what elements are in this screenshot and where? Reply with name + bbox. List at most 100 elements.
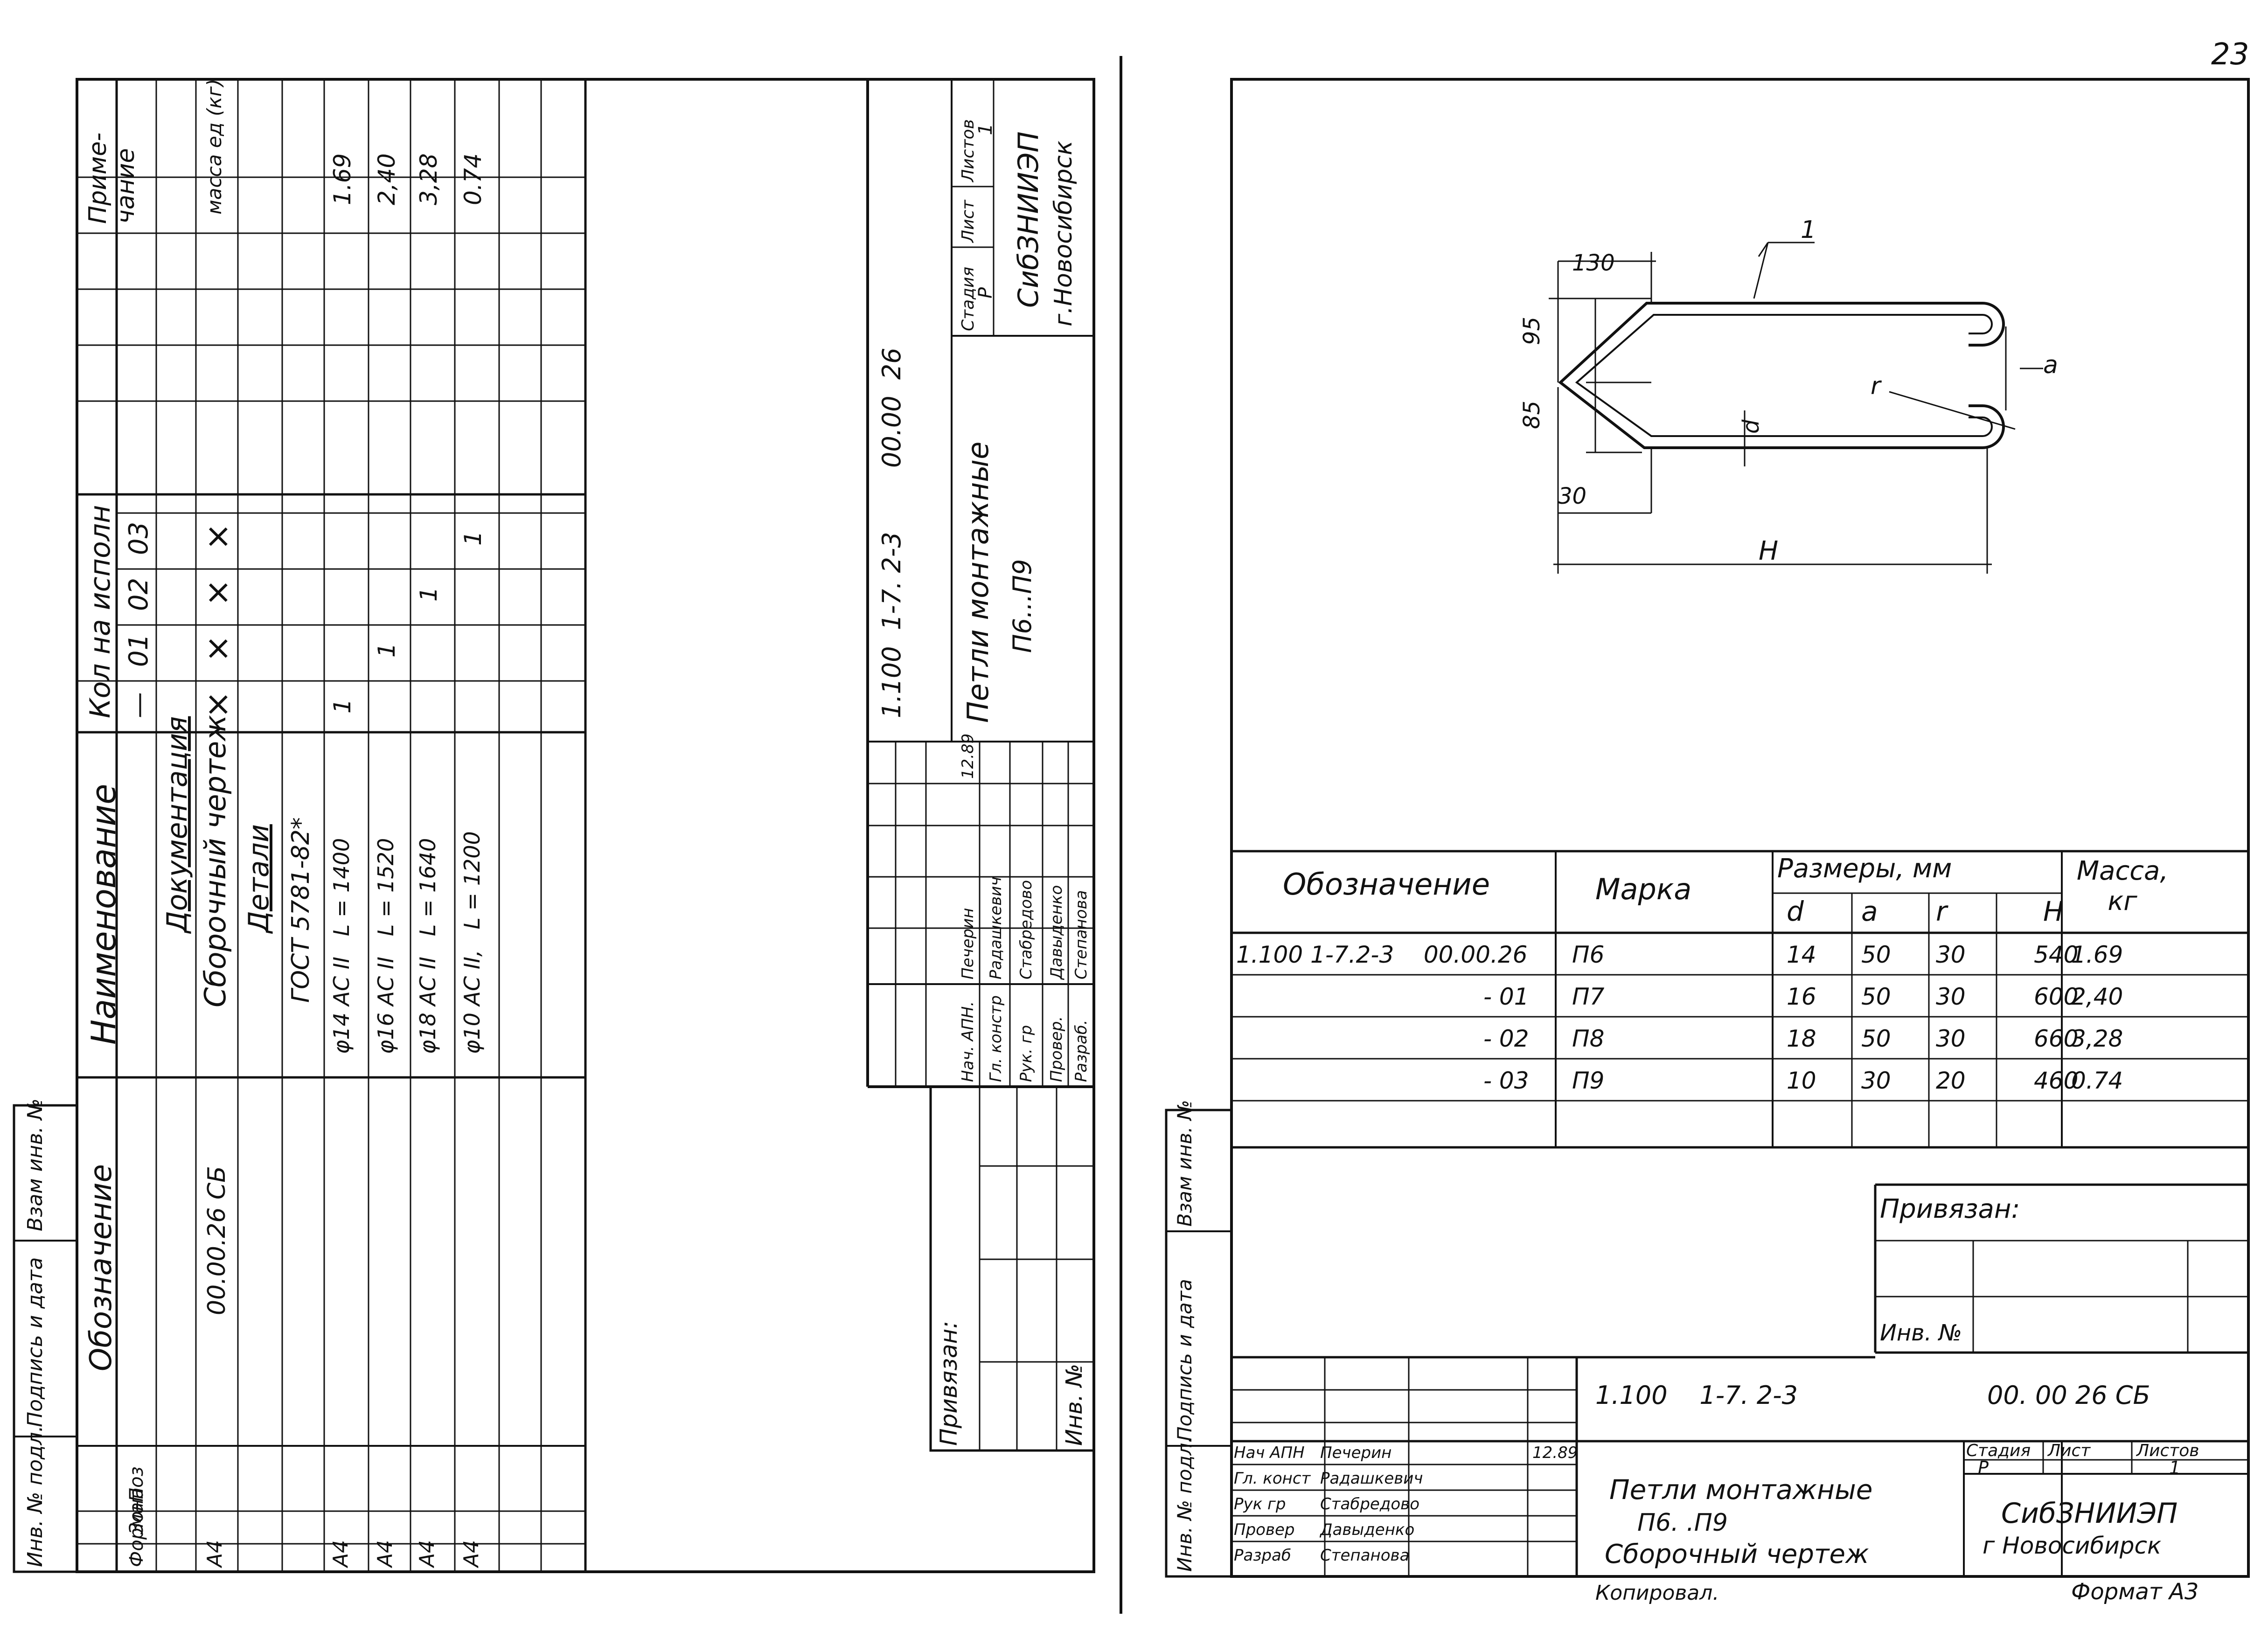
dim-a: a [2043, 351, 2058, 379]
table-row-1-mark: П7 [1572, 983, 1605, 1010]
spec-row-1-fmt: А4 [203, 1540, 227, 1567]
left-inv-no: Инв. № [1061, 1363, 1087, 1446]
pos-1: 1 [1801, 216, 1816, 244]
table-row-2-d: 18 [1787, 1025, 1816, 1052]
left-signer-0-name: Печерин [959, 908, 977, 979]
spec-row-7-note: 0.74 [459, 153, 487, 205]
spec-row-5-name: φ16 АС II L = 1520 [373, 838, 398, 1054]
dim-d: d [1738, 419, 1764, 434]
left-signer-4-role: Разраб. [1072, 1020, 1091, 1082]
table-header-sizes: Размеры, мм [1777, 854, 1952, 884]
table-row-0-designation: 1.100 1-7.2-3 00.00.26 [1236, 941, 1528, 968]
spec-row-7-fmt: А4 [459, 1540, 483, 1567]
right-signer-1-name: Радашкевич [1320, 1469, 1423, 1488]
side-label-inv-podl: Инв. № подл. [23, 1425, 47, 1567]
side-label-vzam-inv: Взам инв. № [23, 1098, 47, 1231]
left-stamp-title: Петли монтажные [961, 441, 995, 723]
right-stamp-doc-type: Сборочный чертеж [1605, 1539, 1869, 1569]
table-header-designation: Обозначение [1283, 868, 1490, 902]
spec-variant-0: — [124, 692, 154, 718]
left-signer-3-role: Провер. [1047, 1016, 1066, 1082]
right-signer-1-role: Гл. конст [1234, 1469, 1311, 1488]
table-row-1-d: 16 [1787, 983, 1816, 1010]
left-stamp-stage-header-0: Стадия [959, 266, 978, 331]
dim-30: 30 [1558, 483, 1586, 509]
left-stamp-code: 1.100 1-7. 2-3 00.00 26 [877, 347, 906, 718]
table-row-3-a: 30 [1861, 1067, 1891, 1094]
right-stamp-code-right: 00. 00 26 СБ [1987, 1381, 2150, 1410]
right-stamp-org: СибЗНИИЭП [2001, 1497, 2178, 1530]
table-row-0-mark: П6 [1572, 941, 1605, 968]
footer-format: Формат А3 [2071, 1579, 2199, 1605]
left-stamp-city: г.Новосибирск [1050, 140, 1078, 326]
dim-95: 95 [1519, 317, 1545, 345]
table-row-1-r: 30 [1936, 983, 1966, 1010]
left-stamp-stage-header-1: Лист [959, 200, 978, 243]
table-col-H: H [2043, 895, 2064, 927]
left-signer-1-name: Радашкевич [987, 876, 1005, 979]
page-number: 23 [2211, 37, 2249, 72]
right-stamp-stage-value-2: 1 [2169, 1458, 2181, 1478]
table-col-d: d [1787, 895, 1804, 927]
table-row-3-designation: - 03 [1483, 1067, 1529, 1094]
spec-row-6-qty-2: 1 [415, 587, 442, 602]
spec-row-7-name: φ10 АС II, L = 1200 [459, 831, 485, 1054]
left-stamp-org: СибЗНИИЭП [1012, 131, 1045, 308]
table-row-2-mass: 3,28 [2071, 1025, 2123, 1052]
right-stamp-title: Петли монтажные [1609, 1474, 1873, 1506]
right-side-label-vzam-inv: Взам инв. № [1173, 1100, 1196, 1227]
spec-row-5-fmt: А4 [373, 1540, 397, 1567]
loop-drawing [1549, 242, 2043, 574]
table-row-3-mass: 0.74 [2071, 1067, 2123, 1094]
table-header-mass: Масса, кг [2076, 856, 2169, 916]
spec-row-0-note: масса ед (кг) [203, 78, 226, 215]
left-signer-2-role: Рук. гр [1017, 1025, 1036, 1082]
left-signer-4-name: Степанова [1072, 890, 1091, 979]
right-signer-3-name: Давыденко [1320, 1520, 1415, 1539]
table-row-3-r: 20 [1936, 1067, 1966, 1094]
table-col-a: a [1861, 895, 1878, 927]
right-signer-2-name: Стабредово [1320, 1495, 1419, 1513]
spec-row-5-note: 2,40 [373, 153, 400, 205]
table-row-2-H: 660 [2034, 1025, 2079, 1052]
spec-header-qty: Кол на исполн [84, 505, 117, 718]
table-row-0-mass: 1.69 [2071, 941, 2123, 968]
right-signer-0-name: Печерин [1320, 1444, 1392, 1462]
spec-row-1-qty-1: × [198, 635, 237, 662]
right-stamp-code: 1.100 1-7. 2-3 [1595, 1381, 1798, 1410]
table-row-3-d: 10 [1787, 1067, 1816, 1094]
table-row-1-mass: 2,40 [2071, 983, 2123, 1010]
spec-row-6-name: φ18 АС II L = 1640 [415, 838, 440, 1054]
spec-row-6-note: 3,28 [415, 153, 442, 205]
table-header-mark: Марка [1595, 872, 1692, 906]
left-signer-0-date: 12.89 [959, 733, 977, 779]
spec-row-1-qty-0: × [198, 691, 237, 718]
left-stamp-stage-value-0: Р [975, 287, 996, 298]
right-sheet-frame: 130 95 85 30 H d a r 1 [1165, 78, 2250, 1578]
spec-header-designation: Обозначение [84, 1164, 118, 1371]
table-row-1-H: 600 [2034, 983, 2079, 1010]
spec-row-5-qty-1: 1 [373, 643, 400, 658]
right-side-label-signature-date: Подпись и дата [1173, 1279, 1196, 1441]
table-row-3-H: 460 [2034, 1067, 2079, 1094]
right-stamp-stage-header-2: Листов [2136, 1441, 2199, 1460]
left-sheet-frame [13, 78, 1095, 1573]
spec-row-1-qty-3: × [198, 523, 237, 550]
right-signer-4-role: Разраб [1234, 1546, 1291, 1565]
table-row-2-mark: П8 [1572, 1025, 1605, 1052]
table-row-0-d: 14 [1787, 941, 1816, 968]
table-row-1-designation: - 01 [1483, 983, 1529, 1010]
left-privyazan: Привязан: [935, 1320, 962, 1446]
spec-header-name: Наименование [84, 784, 123, 1045]
right-signer-0-date: 12.89 [1532, 1444, 1578, 1462]
spec-variant-2: 02 [124, 577, 154, 611]
sheet-divider [1120, 56, 1122, 1614]
right-inv-no: Инв. № [1880, 1320, 1962, 1346]
spec-row-4-note: 1.69 [329, 153, 356, 205]
right-signer-4-name: Степанова [1320, 1546, 1410, 1565]
spec-row-4-qty-0: 1 [329, 699, 356, 714]
left-signer-3-name: Давыденко [1047, 885, 1066, 979]
left-stamp-stage-value-2: 1 [975, 123, 996, 135]
right-privyazan: Привязан: [1880, 1194, 2020, 1224]
spec-row-2-name: Детали [243, 824, 275, 933]
